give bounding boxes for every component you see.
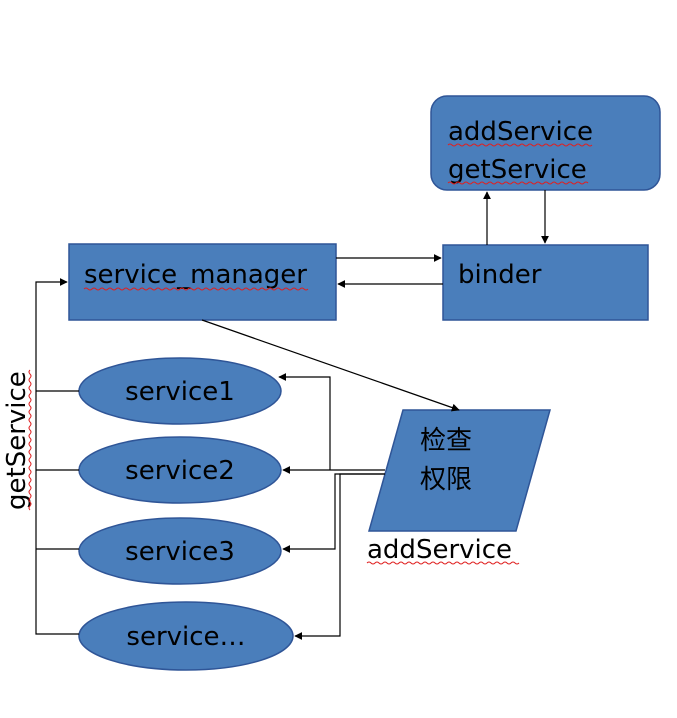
service-ellipse bbox=[78, 601, 294, 671]
service-manager-shape bbox=[68, 243, 337, 321]
spell-underline bbox=[366, 561, 520, 565]
edge-to-service1 bbox=[278, 373, 331, 470]
edge-to-service-more bbox=[294, 473, 385, 640]
binder-shape bbox=[442, 244, 649, 321]
service-text: service3 bbox=[125, 537, 235, 567]
api-box-get-service-text: getService bbox=[448, 155, 587, 185]
get-service-side-label: getService bbox=[2, 371, 32, 510]
service-text: service… bbox=[126, 622, 245, 652]
service-manager-node: service_manager bbox=[68, 243, 337, 321]
check-permission-node: 检查 权限 bbox=[368, 409, 551, 532]
service-node: service… bbox=[78, 601, 294, 671]
service-node: service3 bbox=[78, 517, 282, 585]
add-service-label: addService bbox=[367, 535, 512, 565]
service-text: service1 bbox=[125, 377, 235, 407]
api-box-add-service-text: addService bbox=[448, 117, 593, 147]
check-permission-line2: 权限 bbox=[420, 465, 472, 495]
edge-manager-to-check bbox=[201, 319, 460, 412]
check-permission-shape bbox=[368, 409, 551, 532]
service-node: service2 bbox=[78, 436, 282, 504]
service-manager-text: service_manager bbox=[84, 260, 307, 290]
service-node: service1 bbox=[78, 357, 282, 425]
spell-underline bbox=[447, 181, 589, 185]
spell-underline bbox=[83, 287, 309, 291]
service-text: service2 bbox=[125, 456, 235, 486]
spell-underline bbox=[447, 143, 593, 147]
binder-node: binder bbox=[442, 244, 649, 321]
check-permission-line1: 检查 bbox=[420, 426, 472, 456]
api-box: addService getService bbox=[430, 95, 661, 191]
binder-text: binder bbox=[458, 260, 542, 290]
edge-get-service-loop bbox=[35, 278, 79, 635]
service-ellipse bbox=[78, 517, 282, 585]
spell-underline bbox=[28, 369, 32, 511]
